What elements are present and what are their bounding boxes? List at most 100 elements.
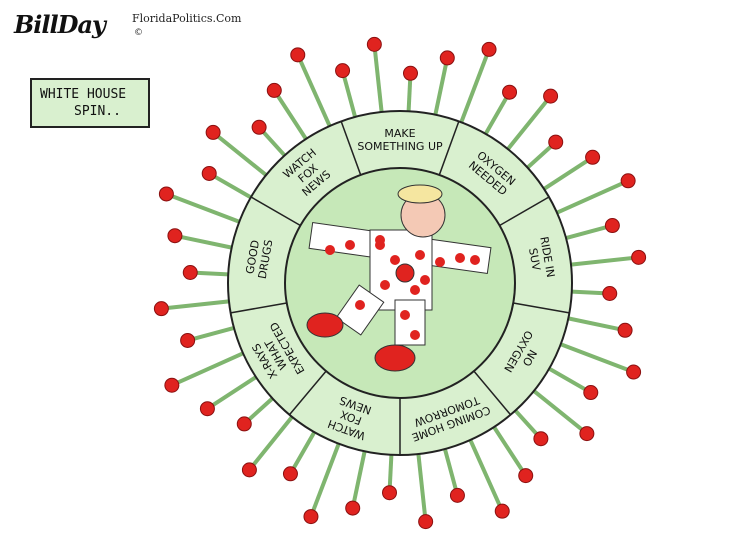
segment-label: SUV [526, 247, 543, 272]
virus-spike-ball [626, 364, 642, 380]
segment-label: SOMETHING UP [357, 140, 443, 153]
figure-polka-dot [345, 240, 355, 250]
virus-spike-ball [180, 332, 196, 348]
virus-spike [542, 155, 594, 191]
virus-spike [468, 439, 505, 512]
virus-spike [272, 89, 308, 141]
figure-polka-dot [400, 310, 410, 320]
virus-spike [556, 178, 629, 215]
segment-divider [499, 196, 550, 227]
virus-spike-ball [153, 301, 169, 317]
virus-spike-ball [583, 385, 599, 401]
figure-clown-nose [395, 263, 415, 283]
virus-spike-ball [266, 82, 282, 98]
figure-left-shoe [306, 312, 344, 338]
figure-polka-dot [355, 300, 365, 310]
virus-spike [565, 223, 613, 241]
virus-spike [161, 299, 230, 311]
virus-spike-ball [290, 47, 306, 63]
virus-spike-ball [502, 84, 518, 100]
virus-spike-ball [518, 468, 534, 484]
virus-spike [548, 366, 592, 395]
segment-divider [250, 196, 301, 227]
virus-spike [247, 415, 294, 472]
artist-signature: BillDay [14, 10, 106, 39]
virus-spike-ball [182, 265, 198, 281]
virus-spike [560, 342, 635, 374]
virus-spike [506, 94, 553, 151]
virus-spike [295, 54, 332, 127]
virus-spike-ball [439, 50, 455, 66]
segment-divider [288, 370, 327, 416]
virus-spike-ball [494, 503, 510, 519]
virus-spike-ball [282, 466, 298, 482]
figure-hair [397, 184, 443, 204]
virus-spike-ball [335, 63, 351, 79]
virus-spike-ball [236, 416, 252, 432]
virus-spike-ball [241, 462, 257, 478]
virus-spike-ball [418, 514, 434, 530]
figure-polka-dot [420, 275, 430, 285]
segment-label: GOOD [243, 239, 262, 275]
figure-polka-dot [390, 255, 400, 265]
virus-spike [165, 192, 240, 224]
caption-line-2: SPIN.. [74, 104, 121, 119]
virus-spike-ball [158, 186, 174, 202]
figure-polka-dot [325, 245, 335, 255]
caption-line-1: WHITE HOUSE [40, 87, 127, 102]
virus-spike [532, 389, 589, 436]
figure-polka-dot [380, 280, 390, 290]
virus-spike [492, 425, 528, 477]
virus-spike [459, 48, 491, 123]
virus-spike [416, 453, 428, 522]
figure-right-leg [394, 299, 426, 346]
virus-spike [208, 171, 252, 200]
virus-spike-ball [548, 134, 564, 150]
segment-divider [438, 121, 460, 176]
virus-spike-ball [585, 149, 601, 165]
virus-spike [288, 431, 317, 475]
virus-spike [206, 375, 258, 411]
virus-spike-ball [345, 500, 361, 516]
figure-polka-dot [455, 253, 465, 263]
segment-divider [473, 370, 512, 416]
virus-spike [372, 44, 384, 113]
figure-polka-dot [470, 255, 480, 265]
virus-spike [567, 316, 626, 333]
virus-spike-ball [579, 426, 595, 442]
virus-spike-ball [604, 218, 620, 234]
virus-spike-ball [449, 487, 465, 503]
virus-spike-ball [167, 228, 183, 244]
site-credit: FloridaPolitics.Com [132, 12, 242, 25]
virus-spike-ball [617, 322, 633, 338]
virus-spike-ball [631, 249, 647, 265]
virus-spike-ball [205, 124, 221, 140]
virus-spike-ball [620, 173, 636, 189]
virus-spike [442, 448, 460, 496]
segment-divider [513, 302, 570, 314]
virus-spike-ball [543, 88, 559, 104]
figure-polka-dot [435, 257, 445, 267]
virus-spike-ball [533, 431, 549, 447]
virus-spike [433, 57, 450, 116]
virus-spike [211, 130, 268, 177]
virus-spike-ball [251, 119, 267, 135]
virus-spike-ball [366, 36, 382, 52]
figure-right-shoe [374, 344, 416, 372]
virus-spike [174, 233, 233, 250]
caption-box: WHITE HOUSE SPIN.. [30, 78, 150, 128]
segment-label: MAKE [384, 127, 415, 140]
segment-divider [230, 302, 287, 314]
figure-polka-dot [375, 235, 385, 245]
virus-spike [171, 351, 244, 388]
segment-divider [340, 121, 362, 176]
virus-spike [570, 255, 639, 267]
figure-polka-dot [410, 330, 420, 340]
figure-polka-dot [415, 250, 425, 260]
virus-spike-ball [481, 41, 497, 57]
copyright-mark: © [134, 28, 143, 38]
